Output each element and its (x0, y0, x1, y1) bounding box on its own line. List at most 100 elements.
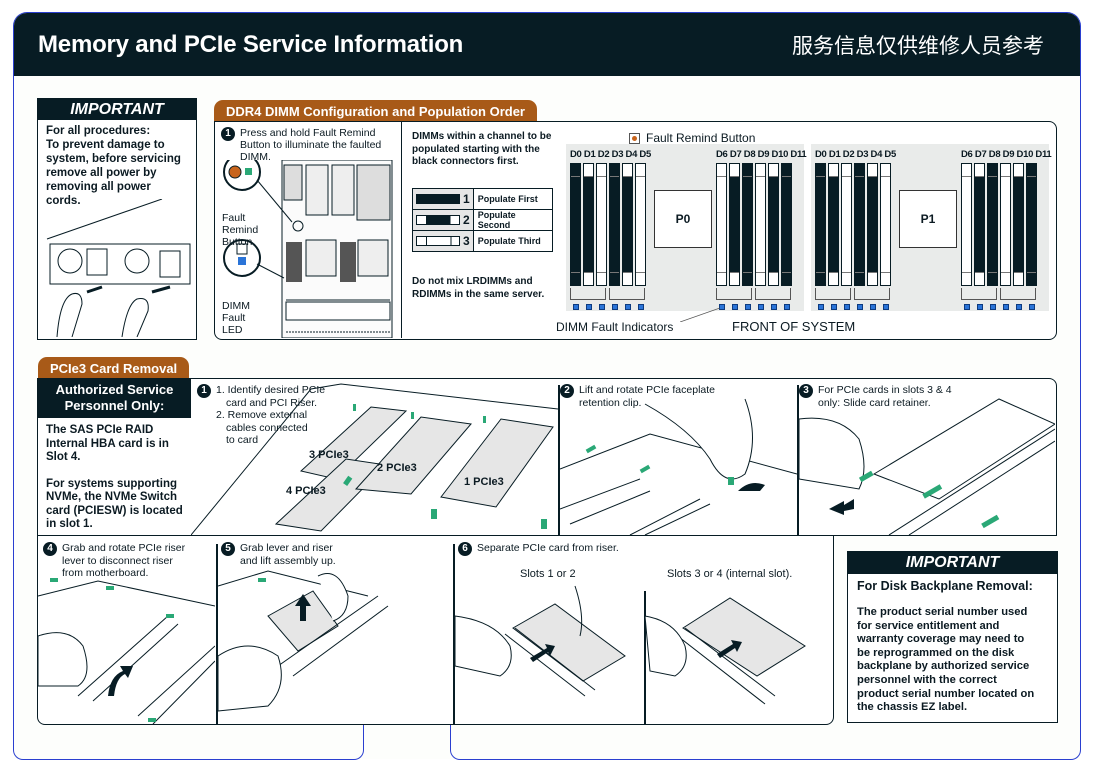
dimm-fault-led-icon (573, 304, 579, 310)
riser-lever-illustration (38, 578, 215, 724)
page-frame (13, 12, 1081, 546)
important-subheading: For Disk Backplane Removal: (857, 579, 1033, 593)
dimm-fault-led-icon (719, 304, 725, 310)
divider (216, 544, 218, 724)
ddr4-section-heading: DDR4 DIMM Configuration and Population O… (214, 100, 537, 122)
step-text: Lift and rotate PCIe faceplate retention… (579, 384, 716, 409)
dimm-slot-labels: D0 D1 D2 D3 D4 D5 (570, 149, 651, 160)
legend-row: 3 Populate Third (412, 230, 554, 252)
step-text: Press and hold Fault Remind Button to il… (240, 127, 382, 163)
leader-line (680, 308, 720, 322)
step-number: 1 (197, 384, 211, 398)
step-text: Separate PCIe card from riser. (477, 542, 619, 554)
dimm-fault-led-icon (612, 304, 618, 310)
dimm-slot-d9 (1000, 163, 1011, 286)
dimm-slot-d5 (880, 163, 891, 286)
authorized-paragraph: The SAS PCIe RAID Internal HBA card is i… (46, 424, 169, 463)
header-bar: Memory and PCIe Service Information 服务信息… (14, 13, 1080, 76)
important-line: remove all power by (46, 167, 157, 179)
dimm-fault-led-icon (784, 304, 790, 310)
dimm-slot-d4 (622, 163, 633, 286)
channel-bracket (854, 288, 890, 300)
important-heading: IMPORTANT (38, 99, 196, 120)
dimm-slot-d11 (1026, 163, 1037, 286)
pcie-step-2: 2 Lift and rotate PCIe faceplate retenti… (560, 379, 797, 535)
dimm-fault-led-icon (586, 304, 592, 310)
important-line: removing all power cords. (46, 181, 151, 207)
channel-bracket (570, 288, 606, 300)
ddr4-step-1: 1 Press and hold Fault Remind Button to … (215, 122, 402, 338)
dimm-fault-led-label: DIMM Fault LED (222, 300, 250, 336)
pcie-step-1: 1 1. Identify desired PCIe card and PCI … (191, 379, 558, 535)
processor-p1: P1 (899, 190, 957, 248)
dimm-fault-led-icon (1016, 304, 1022, 310)
dimm-slot-d11 (781, 163, 792, 286)
page-title: Memory and PCIe Service Information (38, 30, 464, 58)
legend-label: Populate Second (472, 209, 554, 231)
step-text: Grab lever and riser and lift assembly u… (240, 542, 336, 567)
pcie-steps-row-1: 1 1. Identify desired PCIe card and PCI … (191, 378, 1057, 536)
front-of-system-label: FRONT OF SYSTEM (732, 319, 856, 334)
page-subtitle: 服务信息仅供维修人员参考 (792, 33, 1044, 58)
authorized-personnel-box: Authorized Service Personnel Only: The S… (37, 378, 192, 536)
step-number: 1 (221, 127, 235, 141)
dimm-slot-d7 (974, 163, 985, 286)
pcie-step-3: 3 For PCIe cards in slots 3 & 4 only: Sl… (799, 379, 1055, 535)
lift-riser-illustration (218, 570, 389, 712)
fault-remind-button-icon (228, 165, 242, 179)
dimm-fault-led-icon (1003, 304, 1009, 310)
step-number: 4 (43, 542, 57, 556)
dimm-slot-labels: D0 D1 D2 D3 D4 D5 (815, 149, 896, 160)
dimm-fault-led-icon (977, 304, 983, 310)
dimm-fault-led-icon (870, 304, 876, 310)
dimm-slot-d0 (570, 163, 581, 286)
card-retainer-illustration (799, 398, 1055, 535)
channel-bracket (961, 288, 997, 300)
legend-label: Populate First (472, 188, 554, 210)
dimm-slot-labels: D6 D7 D8 D9 D10 D11 (716, 149, 807, 160)
important-line: For all procedures: (46, 125, 151, 137)
legend-row: 1 Populate First (412, 188, 554, 210)
population-note: DIMMs within a channel to be populated s… (412, 131, 552, 167)
population-legend: 1 Populate First 2 Populate Second 3 Pop… (412, 188, 554, 252)
dimm-fault-led-icon (1029, 304, 1035, 310)
dimm-fault-led-icon (831, 304, 837, 310)
divider (453, 544, 455, 724)
dimm-fault-led-icon (758, 304, 764, 310)
dimm-fault-led-icon (857, 304, 863, 310)
fault-remind-button-icon (629, 132, 640, 144)
dimm-slot-d10 (768, 163, 779, 286)
slots-1-or-2-label: Slots 1 or 2 (520, 568, 576, 580)
dimm-slot-d10 (1013, 163, 1024, 286)
important-heading: IMPORTANT (848, 552, 1057, 574)
dimm-fault-led-icon (745, 304, 751, 310)
step-number: 5 (221, 542, 235, 556)
step-text: 1. Identify desired PCIe card and PCI Ri… (216, 384, 326, 446)
dimm-slot-d8 (742, 163, 753, 286)
dimm-fault-led-icon (238, 257, 246, 265)
separate-card-illustration (455, 585, 806, 724)
legend-swatch-first (416, 194, 460, 204)
important-line: To prevent damage to (46, 139, 165, 151)
dimm-slot-d2 (596, 163, 607, 286)
slot-label: 4 PCIe3 (286, 485, 326, 497)
authorized-paragraph: For systems supporting NVMe, the NVMe Sw… (46, 477, 183, 531)
dimm-mix-note: Do not mix LRDIMMs and RDIMMs in the sam… (412, 276, 545, 300)
legend-row: 2 Populate Second (412, 209, 554, 231)
pcie-step-5: 5 Grab lever and riser and lift assembly… (218, 536, 453, 724)
dimm-slot-d5 (635, 163, 646, 286)
slot-label: 2 PCIe3 (377, 462, 417, 474)
channel-bracket (716, 288, 752, 300)
dimm-fault-led-icon (883, 304, 889, 310)
step-text: For PCIe cards in slots 3 & 4 only: Slid… (818, 384, 952, 409)
dimm-slot-d1 (583, 163, 594, 286)
dimm-slot-d1 (828, 163, 839, 286)
dimm-slot-d2 (841, 163, 852, 286)
slot-label: 3 PCIe3 (309, 449, 349, 461)
motherboard-illustration (223, 160, 393, 338)
retention-clip-illustration (560, 398, 797, 535)
step-text: Grab and rotate PCIe riser lever to disc… (62, 542, 186, 579)
fault-remind-button-label: Fault Remind Button (222, 212, 259, 248)
pcie-cards-illustration (191, 383, 558, 535)
dimm-fault-led-icon (844, 304, 850, 310)
